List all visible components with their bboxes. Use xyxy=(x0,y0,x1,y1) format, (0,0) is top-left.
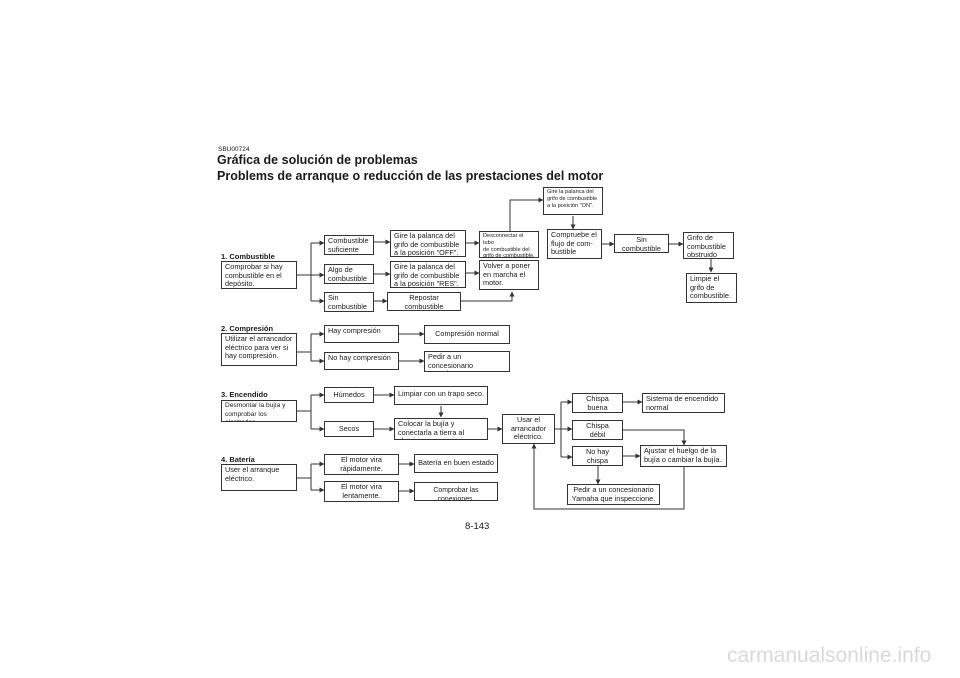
page-subtitle: Problems de arranque o reducción de las … xyxy=(217,169,604,183)
box-motor-vira-lento: El motor vira lentamente. xyxy=(324,481,399,502)
box-utilizar-arrancador: Utilizar el arrancador eléctrico para ve… xyxy=(221,333,297,366)
box-sin-combustible-2: Sin combustible xyxy=(614,234,669,253)
box-chispa-buena: Chispa buena xyxy=(572,393,623,413)
page-title: Gráfica de solución de problemas xyxy=(217,153,418,167)
box-repostar: Repostar combustible xyxy=(387,292,461,311)
box-chispa-debil: Chispa débil xyxy=(572,420,623,440)
box-algo-combustible: Algo de combustible xyxy=(324,264,374,284)
box-secos: Secos xyxy=(324,421,374,437)
box-volver-poner-marcha: Volver a poner en marcha el motor. xyxy=(479,260,539,290)
section-label-combustible: 1. Combustible xyxy=(221,252,275,261)
page-number: 8-143 xyxy=(465,521,490,532)
box-ajustar-huelgo: Ajustar el huelgo de la bujía o cambiar … xyxy=(640,445,727,467)
box-usar-arrancador: Usar el arrancador eléctrico. xyxy=(502,414,555,444)
box-hay-compresion: Hay compresión xyxy=(324,325,399,343)
watermark: carmanualsonline.info xyxy=(727,644,932,667)
box-bateria-buen-estado: Batería en buen estado xyxy=(414,454,498,473)
box-desmontar-bujia: Desmontar la bujía y comprobar los elect… xyxy=(221,400,297,422)
box-gire-off: Gire la palanca del grifo de combustible… xyxy=(390,230,466,257)
box-comprobar-deposito: Comprobar si hay combustible en el depós… xyxy=(221,261,297,289)
box-desconectar-tubo: Desconnectar el tubo de combustible del … xyxy=(479,231,539,258)
box-motor-vira-rapido: El motor vira rápidamente. xyxy=(324,454,399,475)
box-sin-combustible: Sin combustible xyxy=(324,292,374,312)
box-humedos: Húmedos xyxy=(324,387,374,403)
box-gire-res: Gire la palanca del grifo de combustible… xyxy=(390,261,466,288)
box-colocar-bujia: Colocar la bujía y conectarla a tierra a… xyxy=(394,418,488,440)
document-code: SBU00724 xyxy=(218,146,250,153)
box-gire-on: Gire la palanca del grifo de combustible… xyxy=(543,187,603,215)
box-combustible-suficiente: Combustible suficiente xyxy=(324,235,374,255)
box-limpie-grifo: Limpie el grifo de combustible. xyxy=(686,273,737,303)
box-no-hay-compresion: No hay compresión xyxy=(324,352,399,370)
box-limpiar-trapo: Limpiar con un trapo seco. xyxy=(394,386,488,405)
box-pedir-concesionario-1: Pedir a un concesionario Yamaha que insp… xyxy=(424,351,510,372)
box-pedir-concesionario-2: Pedir a un concesionario Yamaha que insp… xyxy=(567,484,660,505)
box-comprobar-conexiones: Comprobar las conexiones. xyxy=(414,482,498,501)
box-compruebe-flujo: Compruebe el flujo de com- bustible xyxy=(547,229,602,259)
section-label-bateria: 4. Batería xyxy=(221,455,255,464)
box-compresion-normal: Compresión normal xyxy=(424,325,510,344)
box-no-hay-chispa: No hay chispa xyxy=(572,446,623,466)
box-grifo-obstruido: Grifo de combustible obstruido xyxy=(683,232,734,259)
box-sistema-encendido-normal: Sistema de encendido normal xyxy=(642,393,725,413)
section-label-encendido: 3. Encendido xyxy=(221,390,268,399)
section-label-compresion: 2. Compresión xyxy=(221,324,274,333)
box-usar-arranque: User el arranque eléctrico. xyxy=(221,464,297,491)
